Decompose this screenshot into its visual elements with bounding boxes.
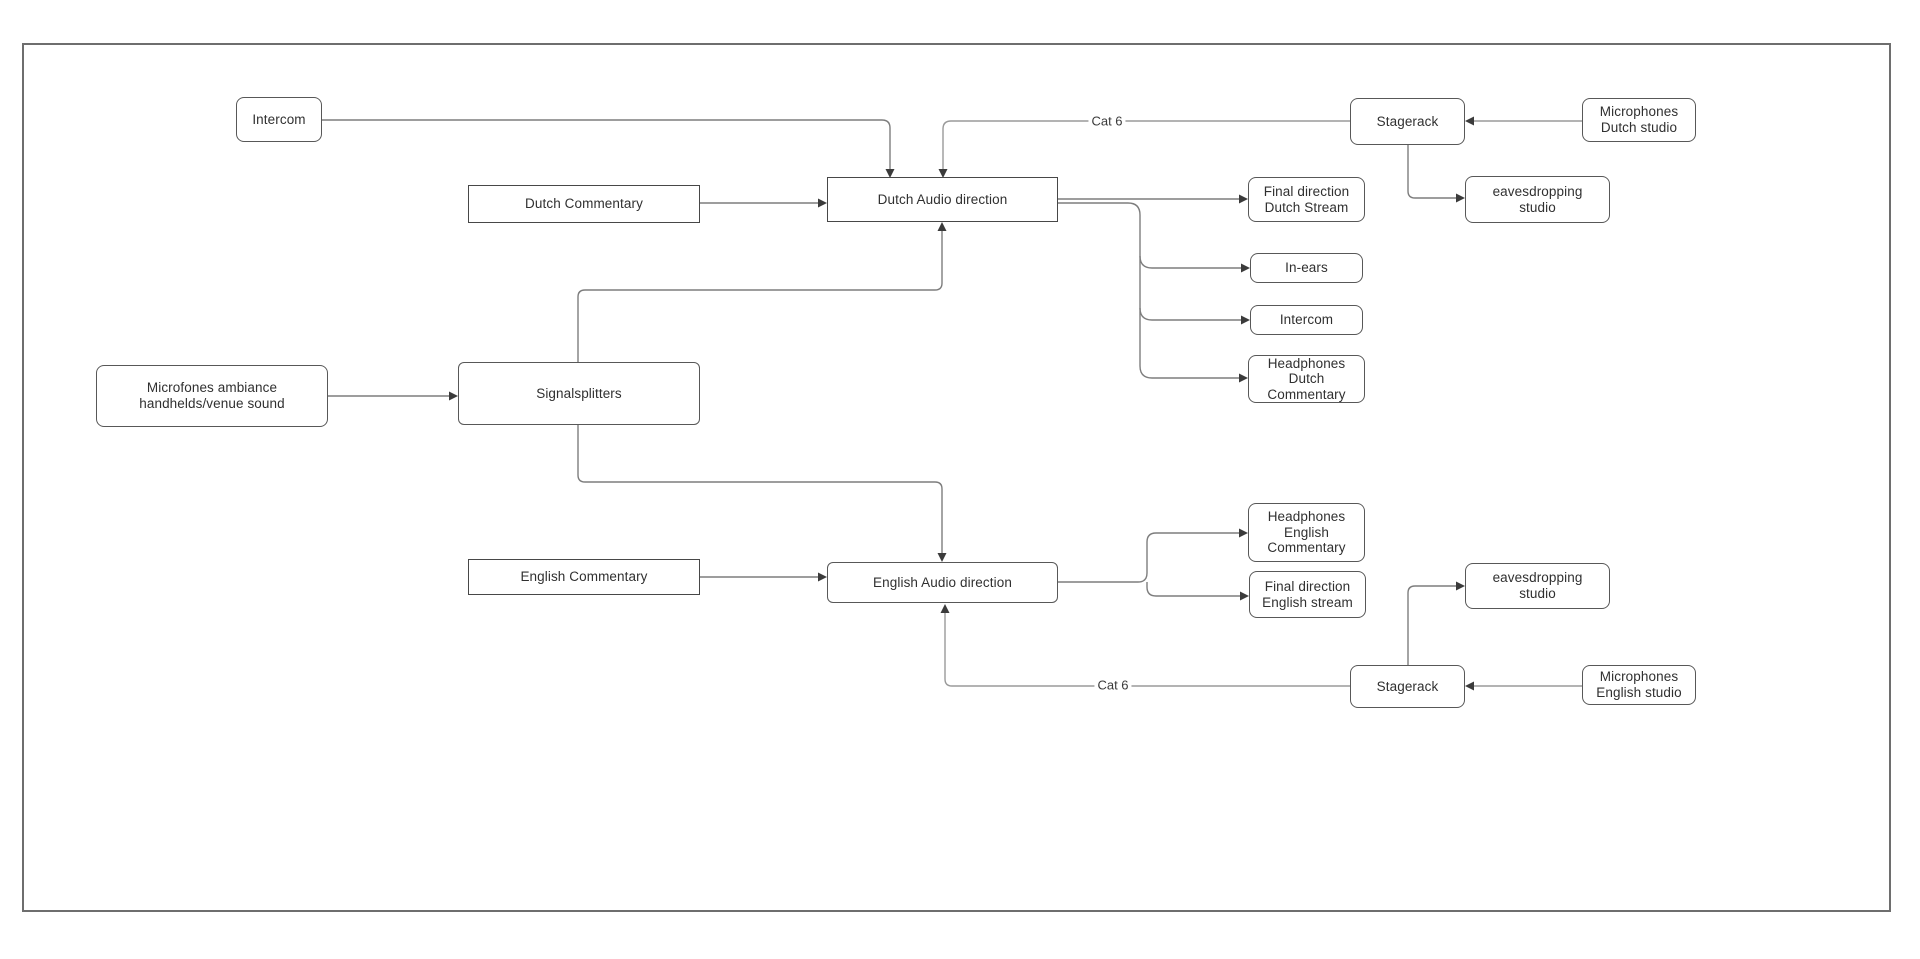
node-headphones-dutch-commentary: Headphones Dutch Commentary [1248,355,1365,403]
node-final-direction-english-stream: Final direction English stream [1249,571,1366,618]
edge-dutch-audio-trunk-to-headphones [1058,202,1239,379]
edge-cat6-stagerack-to-english-audio [944,612,1350,687]
node-eavesdropping-studio-dutch: eavesdropping studio [1465,176,1610,223]
node-eavesdropping-studio-english: eavesdropping studio [1465,563,1610,609]
edge-label-cat6-bottom: Cat 6 [1094,677,1132,693]
edge-intercom-to-dutch-audio [322,119,891,171]
node-stagerack-english: Stagerack [1350,665,1465,708]
node-intercom-output: Intercom [1250,305,1363,335]
node-headphones-english-commentary: Headphones English Commentary [1248,503,1365,562]
edge-english-audio-to-headphones-english [1058,532,1239,583]
edge-english-audio-to-final-english [1146,582,1240,597]
edge-trunk-to-in-ears [1139,255,1241,269]
edge-stagerack-to-eavesdropping-dutch [1407,145,1457,199]
node-english-audio-direction: English Audio direction [827,562,1058,603]
edge-signalsplitters-to-dutch-audio [577,231,943,362]
node-english-commentary: English Commentary [468,559,700,595]
edge-cat6-stagerack-to-dutch-audio [942,120,1350,171]
node-stagerack-dutch: Stagerack [1350,98,1465,145]
edge-trunk-to-intercom-out [1139,307,1241,321]
node-signalsplitters: Signalsplitters [458,362,700,425]
node-dutch-commentary: Dutch Commentary [468,185,700,223]
node-in-ears: In-ears [1250,253,1363,283]
node-microfones-ambiance: Microfones ambiance handhelds/venue soun… [96,365,328,427]
node-microphones-english-studio: Microphones English studio [1582,665,1696,705]
edge-signalsplitters-to-english-audio [577,425,943,553]
edge-label-cat6-top: Cat 6 [1088,113,1126,129]
node-final-direction-dutch-stream: Final direction Dutch Stream [1248,177,1365,222]
node-intercom-source: Intercom [236,97,322,142]
node-dutch-audio-direction: Dutch Audio direction [827,177,1058,222]
node-microphones-dutch-studio: Microphones Dutch studio [1582,98,1696,142]
edge-stagerack-to-eavesdropping-english [1407,585,1457,665]
